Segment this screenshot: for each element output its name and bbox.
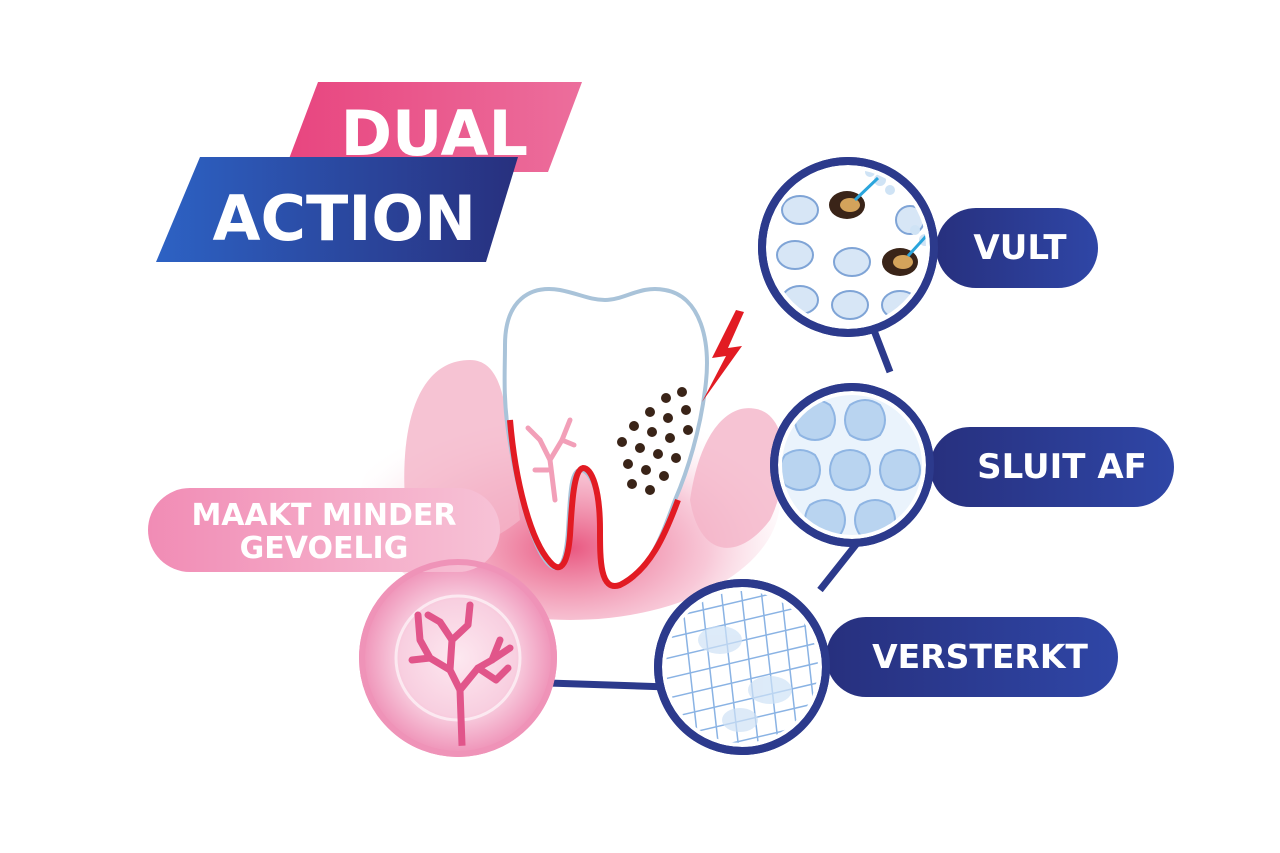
seal-cells-icon [782,395,922,535]
label-strengthens-text: VERSTERKT [872,637,1088,676]
title-line1: DUAL [341,97,528,170]
label-seals: SLUIT AF [770,383,1174,547]
label-desensitize: MAAKT MINDER GEVOELIG [148,488,500,572]
strengthens-circle-border [654,579,830,755]
tooth-illustration [502,287,709,589]
desensitize-circle-border [359,559,557,757]
label-seals-text: SLUIT AF [977,447,1147,487]
label-fills-text: VULT [973,228,1067,268]
title-blue-bar [156,157,518,262]
label-fills: VULT [758,157,1098,337]
label-strengthens: VERSTERKT [826,617,1118,697]
title-line2: ACTION [213,182,476,255]
lightning-icon [702,310,744,402]
seals-circle [770,383,934,547]
title-banner: DUAL ACTION [156,82,582,262]
tubule-dots [617,387,693,495]
label-desensitize-line2: GEVOELIG [240,531,409,566]
title-pink-bar [284,82,582,172]
label-desensitize-line1: MAAKT MINDER [191,498,456,533]
desensitize-circle [359,559,557,757]
nerve-icon [394,594,522,746]
